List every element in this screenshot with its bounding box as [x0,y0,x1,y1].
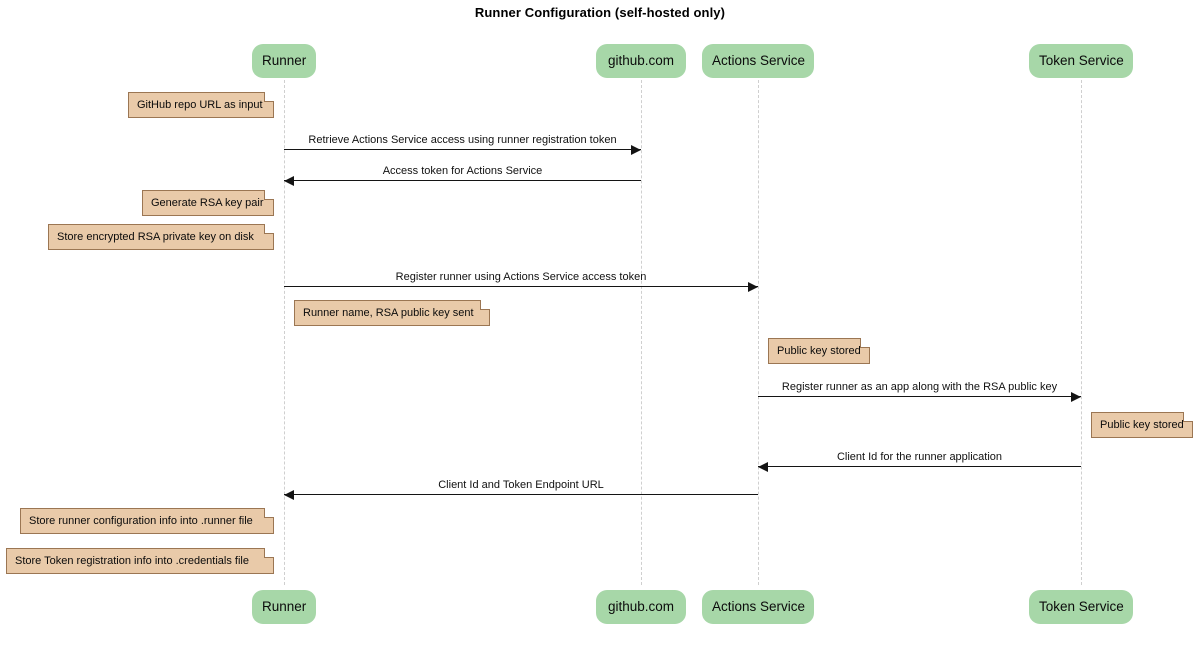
participant-actions-top[interactable]: Actions Service [702,44,814,78]
participant-label: Runner [262,53,307,68]
note: Runner name, RSA public key sent [294,300,490,326]
message-arrowhead [758,461,768,472]
lifeline-actions [758,80,759,585]
note-fold-corner-icon [264,508,274,518]
note-fold-corner-icon [480,300,490,310]
participant-token-top[interactable]: Token Service [1029,44,1133,78]
participant-label: Actions Service [712,53,806,68]
lifeline-token [1081,80,1082,585]
message-label: Retrieve Actions Service access using ru… [308,134,617,146]
note-fold-corner-icon [264,190,274,200]
participant-label: Runner [262,599,307,614]
note: Store runner configuration info into .ru… [20,508,274,534]
note: Generate RSA key pair [142,190,274,216]
note-text: Public key stored [1100,419,1184,431]
participant-runner-top[interactable]: Runner [252,44,316,78]
message-line [758,396,1081,397]
note-text: Runner name, RSA public key sent [303,307,474,319]
note: Store encrypted RSA private key on disk [48,224,274,250]
diagram-title: Runner Configuration (self-hosted only) [474,5,726,20]
message-label: Register runner using Actions Service ac… [395,271,647,283]
message-arrowhead [1071,391,1081,402]
participant-label: Token Service [1039,53,1124,68]
participant-github-top[interactable]: github.com [596,44,686,78]
note: Public key stored [768,338,870,364]
note: GitHub repo URL as input [128,92,274,118]
participant-github-bottom[interactable]: github.com [596,590,686,624]
message-label: Access token for Actions Service [382,165,543,177]
note-text: Store encrypted RSA private key on disk [57,231,254,243]
note-fold-corner-icon [264,224,274,234]
message-line [284,286,758,287]
participant-token-bottom[interactable]: Token Service [1029,590,1133,624]
note-fold-corner-icon [264,548,274,558]
note-fold-corner-icon [860,338,870,348]
note: Store Token registration info into .cred… [6,548,274,574]
participant-runner-bottom[interactable]: Runner [252,590,316,624]
message-line [284,180,641,181]
message-line [758,466,1081,467]
participant-actions-bottom[interactable]: Actions Service [702,590,814,624]
lifeline-github [641,80,642,585]
message-arrowhead [284,175,294,186]
message-label: Client Id and Token Endpoint URL [438,479,604,491]
message-arrowhead [631,144,641,155]
lifeline-runner [284,80,285,585]
participant-label: Token Service [1039,599,1124,614]
note-text: Store runner configuration info into .ru… [29,515,253,527]
participant-label: github.com [607,53,675,68]
note-fold-corner-icon [264,92,274,102]
message-label: Register runner as an app along with the… [781,381,1058,393]
message-line [284,149,641,150]
message-line [284,494,758,495]
note-text: Generate RSA key pair [151,197,264,209]
participant-label: github.com [607,599,675,614]
message-label: Client Id for the runner application [836,451,1003,463]
participant-label: Actions Service [712,599,806,614]
note-fold-corner-icon [1183,412,1193,422]
message-arrowhead [748,281,758,292]
note: Public key stored [1091,412,1193,438]
note-text: GitHub repo URL as input [137,99,263,111]
message-arrowhead [284,489,294,500]
note-text: Public key stored [777,345,861,357]
note-text: Store Token registration info into .cred… [15,555,249,567]
